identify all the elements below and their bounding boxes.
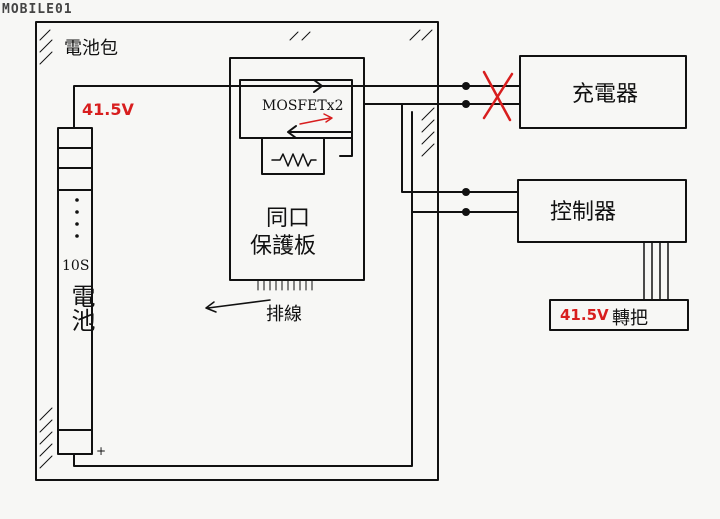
resistor-box: [261, 137, 325, 175]
arrow-reverse-small: [299, 113, 333, 125]
wire-to-controller: [469, 191, 519, 213]
arrow-forward: [245, 79, 323, 93]
throttle-box: [549, 299, 689, 331]
hatch-marks: [39, 29, 435, 469]
controller-connector-dots: [462, 188, 470, 216]
charger-box: [519, 55, 687, 129]
bms-label-line2: 保護板: [250, 234, 317, 259]
balance-arrow: [205, 299, 271, 313]
wire-battery-bottom: [73, 211, 471, 467]
wire-battery-top: [73, 85, 471, 129]
polarity-plus-label: +: [96, 444, 107, 458]
watermark: MOBILE01: [2, 2, 73, 17]
bms-side-wire: [339, 137, 353, 157]
battery-pack-label: 電池包: [64, 38, 118, 59]
charger-connector-dots: [462, 82, 470, 108]
cell-count-label: 10S: [62, 258, 90, 274]
wire-bms-return: [363, 103, 471, 193]
battery-voltage-label: 41.5V: [82, 100, 134, 119]
resistor-symbol: [271, 153, 317, 167]
balance-wire-label: 排線: [266, 304, 302, 325]
cross-mark: [482, 70, 514, 122]
controller-label: 控制器: [550, 200, 617, 225]
bms-board: [229, 57, 365, 281]
throttle-cable: [643, 241, 669, 301]
balance-wires: [257, 279, 313, 291]
throttle-label: 轉把: [612, 308, 648, 329]
wire-to-charger: [469, 85, 521, 105]
arrow-reverse: [287, 125, 353, 139]
cell-separators: [57, 147, 93, 431]
bms-label-line1: 同口: [266, 206, 311, 231]
battery-pack-box: [35, 21, 439, 481]
throttle-voltage-label: 41.5V: [560, 306, 609, 324]
cell-dots: [75, 198, 79, 238]
cell-name-label: 電池: [67, 284, 95, 332]
charger-label: 充電器: [572, 82, 639, 107]
mosfet-label: MOSFETx2: [262, 98, 344, 114]
